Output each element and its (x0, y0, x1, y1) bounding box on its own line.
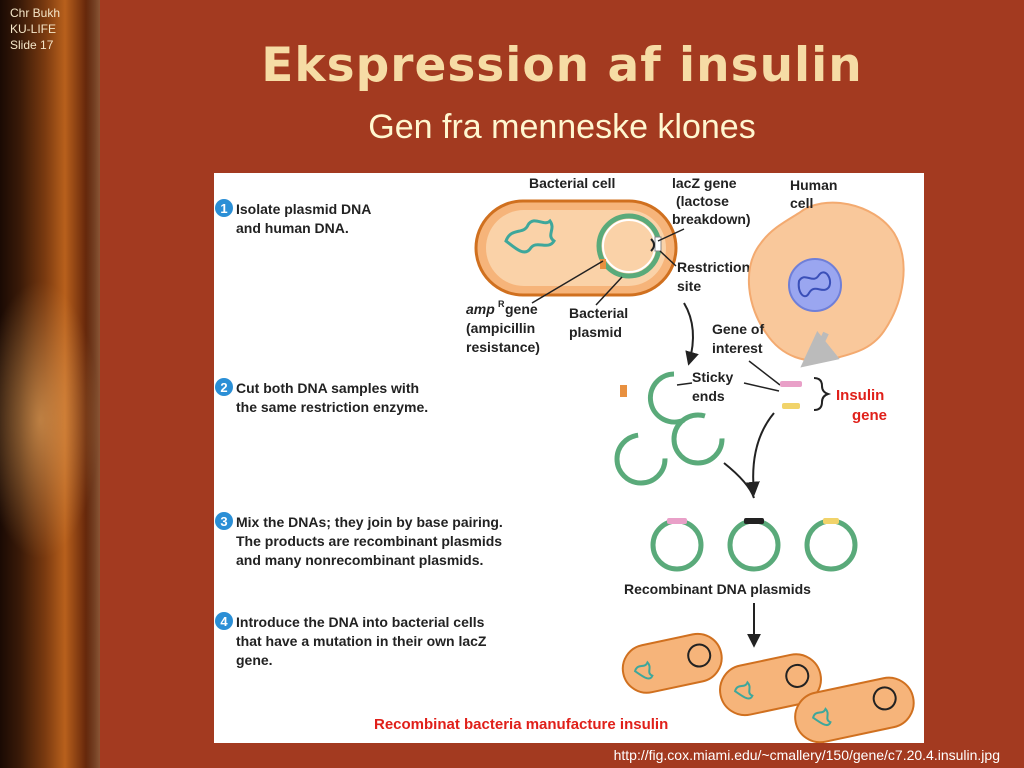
label-gene-of-interest-line-2: interest (712, 340, 763, 356)
step-4-circle (215, 612, 233, 630)
step-2-number: 2 (220, 380, 227, 395)
recombinant-plasmid-3 (804, 518, 858, 572)
step-1-circle (215, 199, 233, 217)
step-1-line-2: and human DNA. (236, 220, 349, 236)
label-insulin-line-1: Insulin (836, 387, 884, 404)
label-ampr-superscript: R (498, 299, 505, 309)
recombinant-plasmid-1 (650, 518, 704, 572)
step-1-line-1: Isolate plasmid DNA (236, 201, 371, 217)
insulin-fragment-1 (780, 381, 802, 387)
label-lacz-line-1: lacZ gene (672, 175, 737, 191)
restriction-pointer (659, 250, 677, 267)
slide-credits: Chr Bukh KU-LIFE Slide 17 (10, 5, 60, 53)
step-3: 3 Mix the DNAs; they join by base pairin… (215, 512, 503, 568)
credit-slide-number: Slide 17 (10, 38, 54, 52)
label-ampr-line-3: resistance) (466, 339, 540, 355)
plasmid-pointer (595, 276, 623, 306)
step-4-line-1: Introduce the DNA into bacterial cells (236, 614, 485, 630)
plasmid-fragment-2 (671, 412, 725, 466)
image-source-url: http://fig.cox.miami.edu/~cmallery/150/g… (613, 747, 1000, 763)
lacz-pointer (657, 228, 685, 242)
label-restriction-line-2: site (677, 278, 701, 294)
plasmid-fragment-1 (614, 432, 668, 486)
step-3-line-1: Mix the DNAs; they join by base pairing. (236, 514, 503, 530)
insulin-fragment-2 (782, 403, 800, 409)
step-2: 2 Cut both DNA samples with the same res… (215, 378, 428, 415)
step-3-number: 3 (220, 514, 227, 529)
transformed-bacterium-1 (621, 632, 723, 694)
sidebar-edge (86, 0, 100, 768)
label-bottom-caption: Recombinat bacteria manufacture insulin (374, 716, 668, 733)
slide-subtitle: Gen fra menneske klones (368, 108, 756, 146)
ampr-pointer (531, 260, 604, 304)
cut-arrow (683, 302, 699, 366)
label-human-cell-line-2: cell (790, 195, 813, 211)
step-4-line-2: that have a mutation in their own lacZ (236, 633, 487, 649)
insulin-cloning-figure: 1 Isolate plasmid DNA and human DNA. 2 C… (214, 173, 924, 744)
bacterial-cell (474, 199, 678, 297)
step-4: 4 Introduce the DNA into bacterial cells… (215, 612, 487, 668)
label-sticky-ends-line-2: ends (692, 388, 725, 404)
label-restriction-line-1: Restriction (677, 259, 750, 275)
decorative-sidebar: Chr Bukh KU-LIFE Slide 17 (0, 0, 100, 768)
step-1-number: 1 (220, 201, 227, 216)
label-sticky-ends-line-1: Sticky (692, 369, 733, 385)
credit-author: Chr Bukh (10, 6, 61, 20)
label-lacz-line-2: (lactose (676, 193, 729, 209)
insulin-brace (813, 377, 832, 411)
step-2-line-2: the same restriction enzyme. (236, 399, 428, 415)
recombinant-plasmid-2 (727, 518, 781, 572)
label-ampr-italic: amp (466, 301, 495, 317)
merge-arrow-2 (723, 462, 755, 499)
figure-svg: 1 Isolate plasmid DNA and human DNA. 2 C… (215, 175, 915, 744)
step-2-line-1: Cut both DNA samples with (236, 380, 419, 396)
label-bacterial-plasmid-line-1: Bacterial (569, 305, 628, 321)
credit-institution: KU-LIFE (10, 22, 57, 36)
step-3-line-2: The products are recombinant plasmids (236, 533, 502, 549)
cut-plasmid (647, 371, 685, 425)
bacterial-dna-icon (504, 218, 556, 254)
label-recombinant-plasmids: Recombinant DNA plasmids (624, 581, 811, 597)
human-cell (747, 201, 905, 362)
label-human-cell-line-1: Human (790, 177, 837, 193)
step-4-line-3: gene. (236, 652, 273, 668)
human-nucleus (788, 258, 842, 312)
label-gene-of-interest-line-1: Gene of (712, 321, 764, 337)
slide-title: Ekspression af insulin (261, 38, 863, 93)
transformed-bacterium-2 (719, 653, 822, 717)
step-3-line-3: and many nonrecombinant plasmids. (236, 552, 483, 568)
label-ampr-gene: gene (505, 301, 538, 317)
label-bacterial-cell: Bacterial cell (529, 175, 615, 191)
label-bacterial-plasmid-line-2: plasmid (569, 324, 622, 340)
step-2-circle (215, 378, 233, 396)
step-4-number: 4 (220, 614, 228, 629)
human-dna-arrow (800, 330, 840, 368)
human-dna-icon (797, 271, 831, 298)
gene-of-interest-pointer (748, 360, 781, 386)
transformed-bacterium-3 (794, 676, 915, 744)
sidebar-glow (0, 280, 100, 560)
merge-arrow-1 (745, 412, 775, 496)
label-insulin-line-2: gene (852, 407, 887, 424)
label-ampr-line-2: (ampicillin (466, 320, 535, 336)
step-3-circle (215, 512, 233, 530)
label-lacz-line-3: breakdown) (672, 211, 751, 227)
step-1: 1 Isolate plasmid DNA and human DNA. (215, 199, 371, 236)
